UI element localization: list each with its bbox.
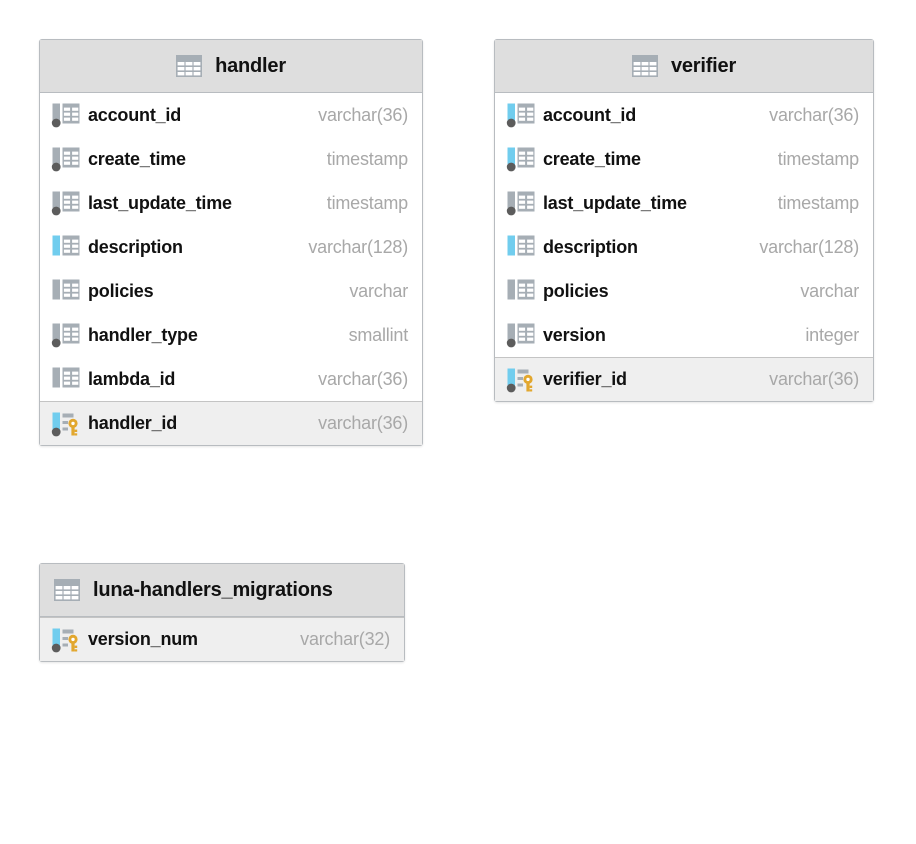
column-type: timestamp [326,148,408,169]
column-row[interactable]: handler_id varchar(36) [40,401,422,445]
column-list: version_num varchar(32) [40,617,404,661]
entity-table-luna-handlers_migrations[interactable]: luna-handlers_migrations version_num varch… [39,563,405,662]
column-row[interactable]: policies varchar [495,269,873,313]
column-row[interactable]: handler_type smallint [40,313,422,357]
column-row[interactable]: description varchar(128) [40,225,422,269]
column-list: account_id varchar(36) create_time timestam… [40,93,422,445]
entity-header-luna-handlers_migrations[interactable]: luna-handlers_migrations [40,564,404,617]
column-name: last_update_time [88,192,232,213]
column-type: varchar(36) [769,369,859,389]
primary-key-column-icon [51,627,81,653]
column-row[interactable]: create_time timestamp [495,137,873,181]
column-type: integer [805,324,859,345]
column-row[interactable]: account_id varchar(36) [495,93,873,137]
column-icon [506,190,536,216]
column-type: timestamp [777,148,859,169]
column-row[interactable]: lambda_id varchar(36) [40,357,422,401]
column-row[interactable]: policies varchar [40,269,422,313]
column-name: last_update_time [543,192,687,213]
column-name: create_time [543,148,641,169]
entity-header-verifier[interactable]: verifier [495,40,873,93]
column-type: smallint [348,324,409,345]
column-row[interactable]: description varchar(128) [495,225,873,269]
table-grid-icon [54,579,80,601]
column-name: version_num [88,629,198,649]
column-type: timestamp [777,192,859,213]
column-icon [51,234,81,260]
column-icon [506,322,536,348]
column-icon [506,146,536,172]
column-name: lambda_id [88,368,176,389]
entity-header-handler[interactable]: handler [40,40,422,93]
column-type: varchar(128) [759,236,859,257]
column-row[interactable]: version integer [495,313,873,357]
column-name: policies [88,280,154,301]
column-name: create_time [88,148,186,169]
column-icon [51,146,81,172]
column-icon [506,102,536,128]
column-name: handler_type [88,324,198,345]
column-type: varchar(36) [318,104,408,125]
column-name: description [88,236,183,257]
column-type: varchar(36) [318,368,408,389]
column-row[interactable]: last_update_time timestamp [495,181,873,225]
column-row[interactable]: create_time timestamp [40,137,422,181]
column-name: description [543,236,638,257]
column-type: varchar [800,280,859,301]
entity-table-verifier[interactable]: verifier account_id varchar(36) create_time… [494,39,874,402]
entity-title: luna-handlers_migrations [93,578,333,601]
column-icon [51,102,81,128]
column-icon [51,278,81,304]
column-name: version [543,324,606,345]
column-row[interactable]: last_update_time timestamp [40,181,422,225]
primary-key-column-icon [506,367,536,393]
primary-key-column-icon [51,411,81,437]
column-icon [506,278,536,304]
column-icon [506,234,536,260]
column-type: varchar(32) [300,629,390,649]
table-grid-icon [176,55,203,77]
column-type: varchar(128) [308,236,408,257]
entity-title: handler [215,54,286,77]
column-type: varchar [349,280,408,301]
column-type: timestamp [326,192,408,213]
column-name: verifier_id [543,369,627,389]
column-row[interactable]: account_id varchar(36) [40,93,422,137]
entity-title: verifier [670,54,737,77]
column-icon [51,190,81,216]
column-icon [51,366,81,392]
column-row[interactable]: version_num varchar(32) [40,617,404,661]
column-list: account_id varchar(36) create_time timestam… [495,93,873,401]
column-name: account_id [543,104,637,125]
column-type: varchar(36) [318,413,408,433]
column-icon [51,322,81,348]
column-type: varchar(36) [769,104,859,125]
column-row[interactable]: verifier_id varchar(36) [495,357,873,401]
column-name: account_id [88,104,182,125]
column-name: policies [543,280,609,301]
table-grid-icon [631,55,658,77]
column-name: handler_id [88,413,178,433]
